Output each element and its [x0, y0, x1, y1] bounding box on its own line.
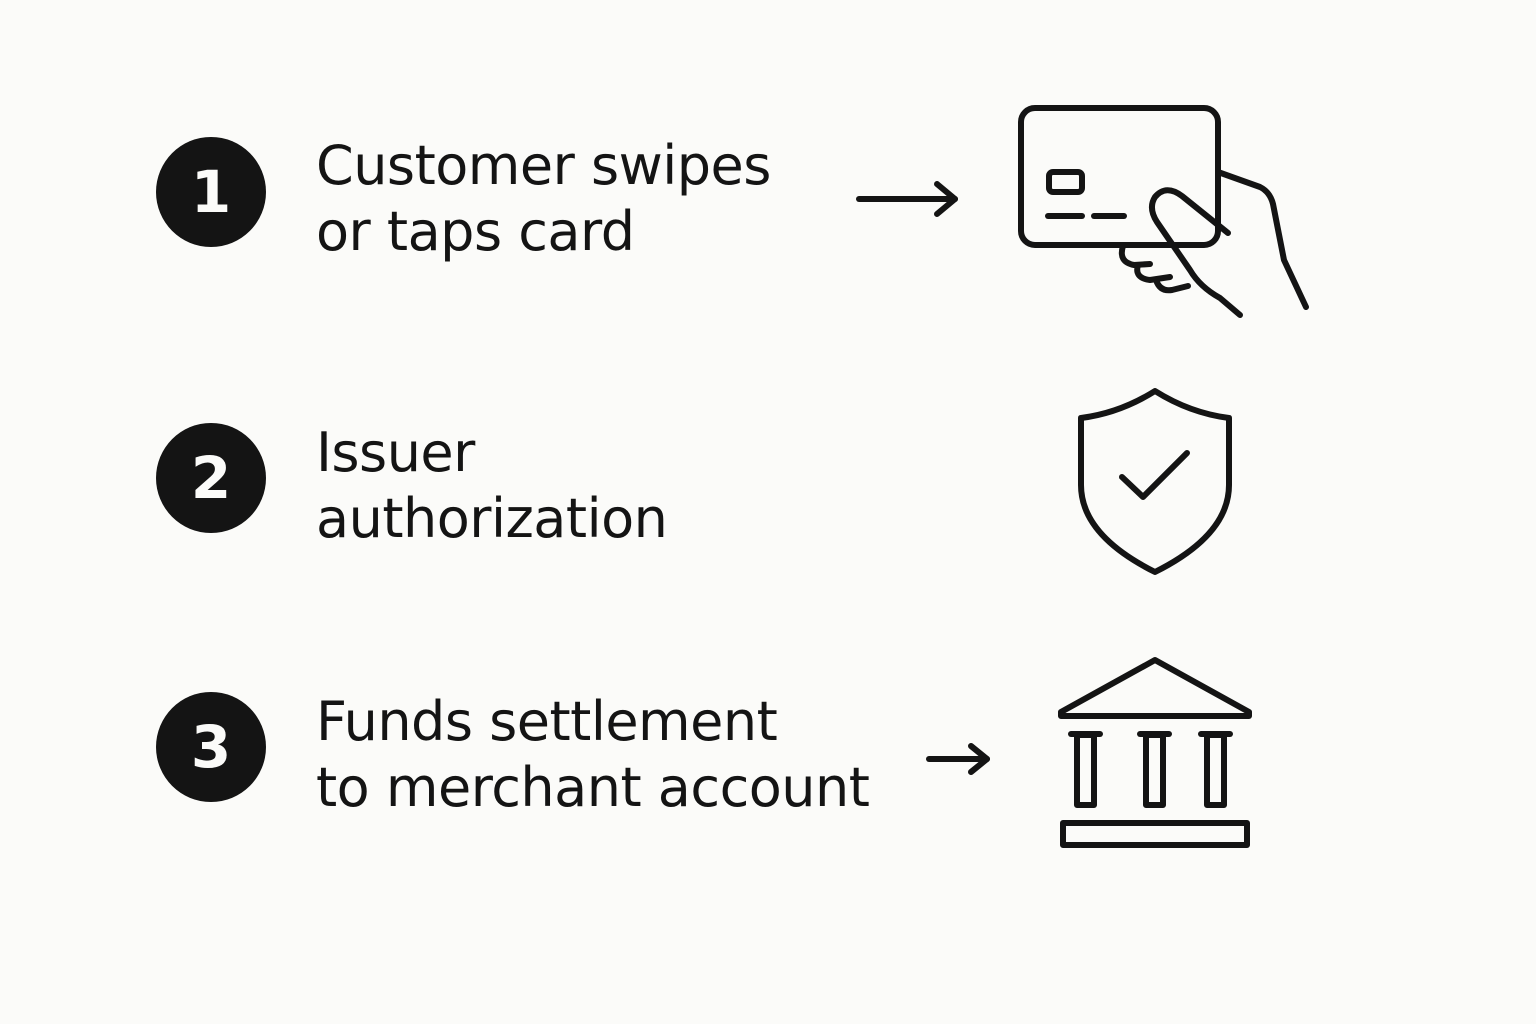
arrow-right-icon — [926, 743, 990, 775]
step-number-badge: 3 — [156, 692, 266, 802]
step-number-badge: 2 — [156, 423, 266, 533]
step-label: Customer swipes or taps card — [316, 133, 771, 265]
step-label-line-1: Funds settlement — [316, 690, 778, 753]
step-label-line-2: to merchant account — [316, 756, 870, 819]
step-label: Funds settlement to merchant account — [316, 689, 870, 821]
step-number-badge: 1 — [156, 137, 266, 247]
step-label-line-2: authorization — [316, 487, 668, 550]
bank-icon — [1058, 657, 1252, 848]
arrow-right-icon — [856, 181, 958, 217]
shield-check-icon — [1078, 388, 1232, 575]
step-label-line-2: or taps card — [316, 200, 635, 263]
step-label: Issuer authorization — [316, 420, 668, 552]
step-label-line-1: Issuer — [316, 421, 475, 484]
hand-holding-card-icon — [1018, 105, 1309, 318]
step-label-line-1: Customer swipes — [316, 134, 771, 197]
